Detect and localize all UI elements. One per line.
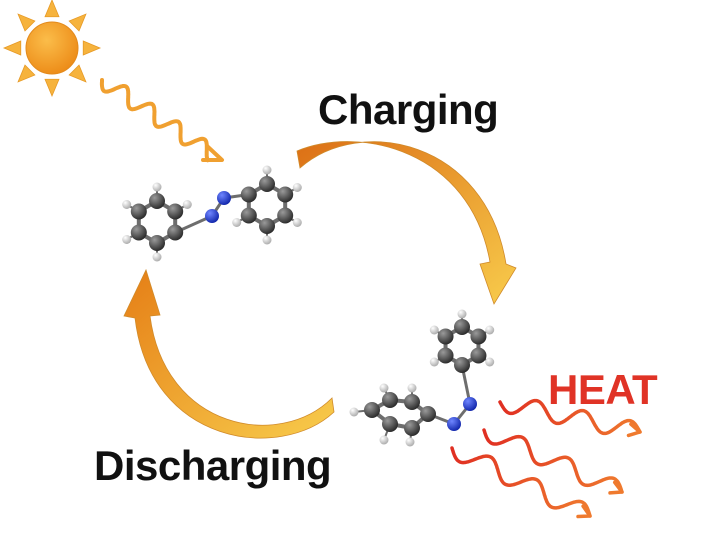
charging-arrow	[296, 141, 517, 305]
heat-label: HEAT	[548, 366, 658, 413]
charging-label: Charging	[318, 86, 499, 133]
discharging-arrow	[123, 268, 335, 439]
heat-wave-icon	[450, 398, 642, 519]
discharging-label: Discharging	[94, 442, 332, 489]
light-wave-icon	[99, 78, 224, 163]
trans-azobenzene-molecule	[122, 165, 302, 262]
cis-azobenzene-molecule	[349, 309, 495, 447]
sun-icon	[2, 0, 102, 98]
